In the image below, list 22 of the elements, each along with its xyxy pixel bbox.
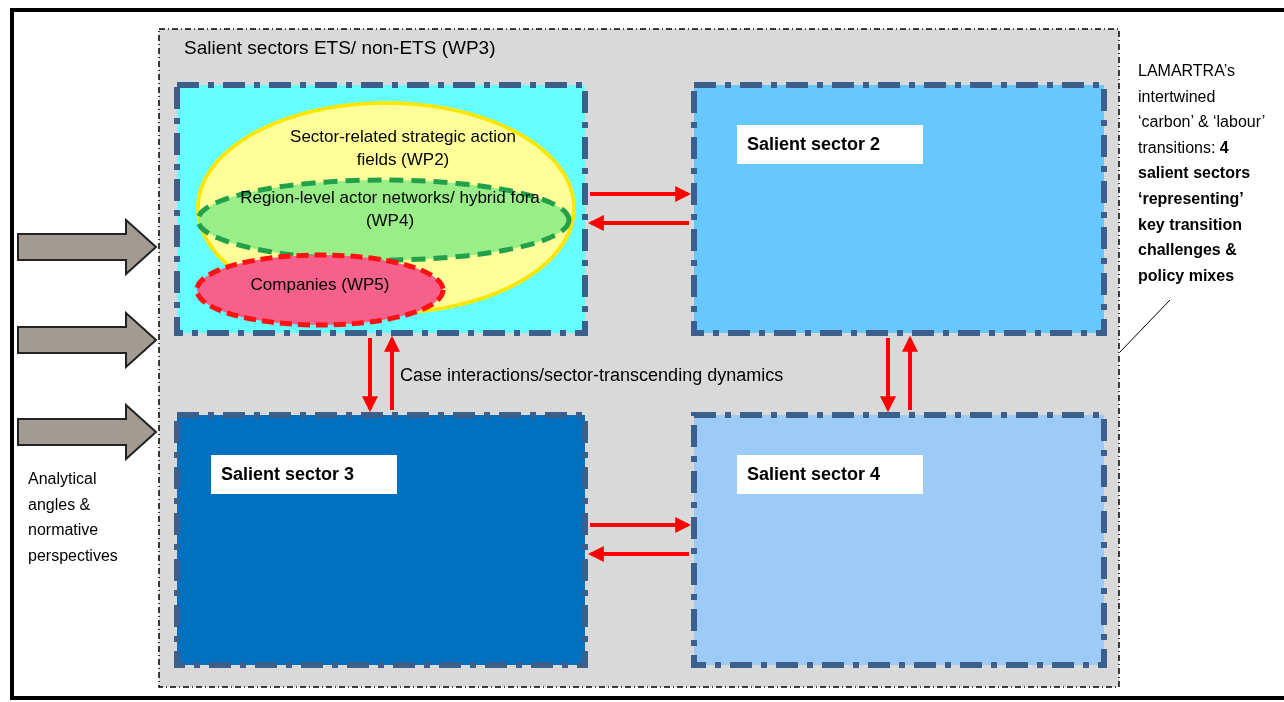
arrow <box>590 186 692 202</box>
sector-label: Salient sector 3 <box>211 455 397 494</box>
sector-label: Salient sector 4 <box>737 455 923 494</box>
ellipse-label: Sector-related strategic action fields (WP2) <box>289 126 517 171</box>
arrow <box>362 338 378 413</box>
arrow <box>384 335 400 410</box>
block-arrow <box>17 310 158 370</box>
leader-line <box>1119 299 1171 353</box>
arrow <box>590 517 692 533</box>
arrow <box>880 338 896 413</box>
note-text: LAMARTRA’s intertwined ‘carbon’ & ‘labour’ transitions: 4 salient sectors ‘representing’ key transition challenges & policy mixes <box>1138 61 1266 286</box>
block-arrow <box>17 402 158 462</box>
ellipse-label: Region-level actor networks/ hybrid fora (WP4) <box>239 187 541 232</box>
sector-label: Salient sector 2 <box>737 125 923 164</box>
arrow <box>587 215 689 231</box>
block-arrow <box>17 217 158 277</box>
panel-title: Salient sectors ETS/ non-ETS (WP3) <box>184 36 497 60</box>
arrow <box>902 335 918 410</box>
side-note: Analytical angles & normative perspectives <box>28 469 119 566</box>
interaction-caption: Case interactions/sector-transcending dynamics <box>400 364 785 387</box>
arrow <box>587 546 689 562</box>
ellipse-label: Companies (WP5) <box>249 274 391 296</box>
